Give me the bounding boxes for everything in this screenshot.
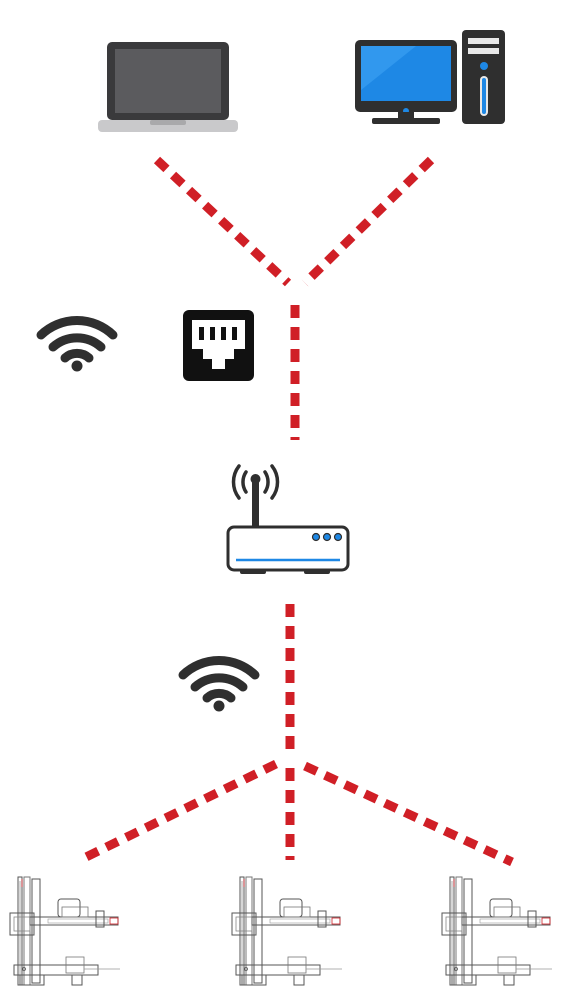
laptop-icon	[98, 42, 238, 132]
wifi-icon	[41, 321, 113, 372]
robot-arm-icon	[10, 877, 120, 985]
ethernet-port-icon	[183, 310, 254, 381]
robot-arm-icon	[232, 877, 342, 985]
link-desktop-to-hub	[305, 160, 431, 283]
link-to-robot-3	[305, 766, 512, 862]
wifi-icon	[183, 661, 255, 712]
desktop-computer-icon	[355, 30, 505, 124]
link-laptop-to-hub	[157, 160, 288, 283]
robot-arm-icon	[442, 877, 552, 985]
link-to-robot-1	[80, 764, 276, 860]
wifi-router-icon	[228, 466, 348, 574]
